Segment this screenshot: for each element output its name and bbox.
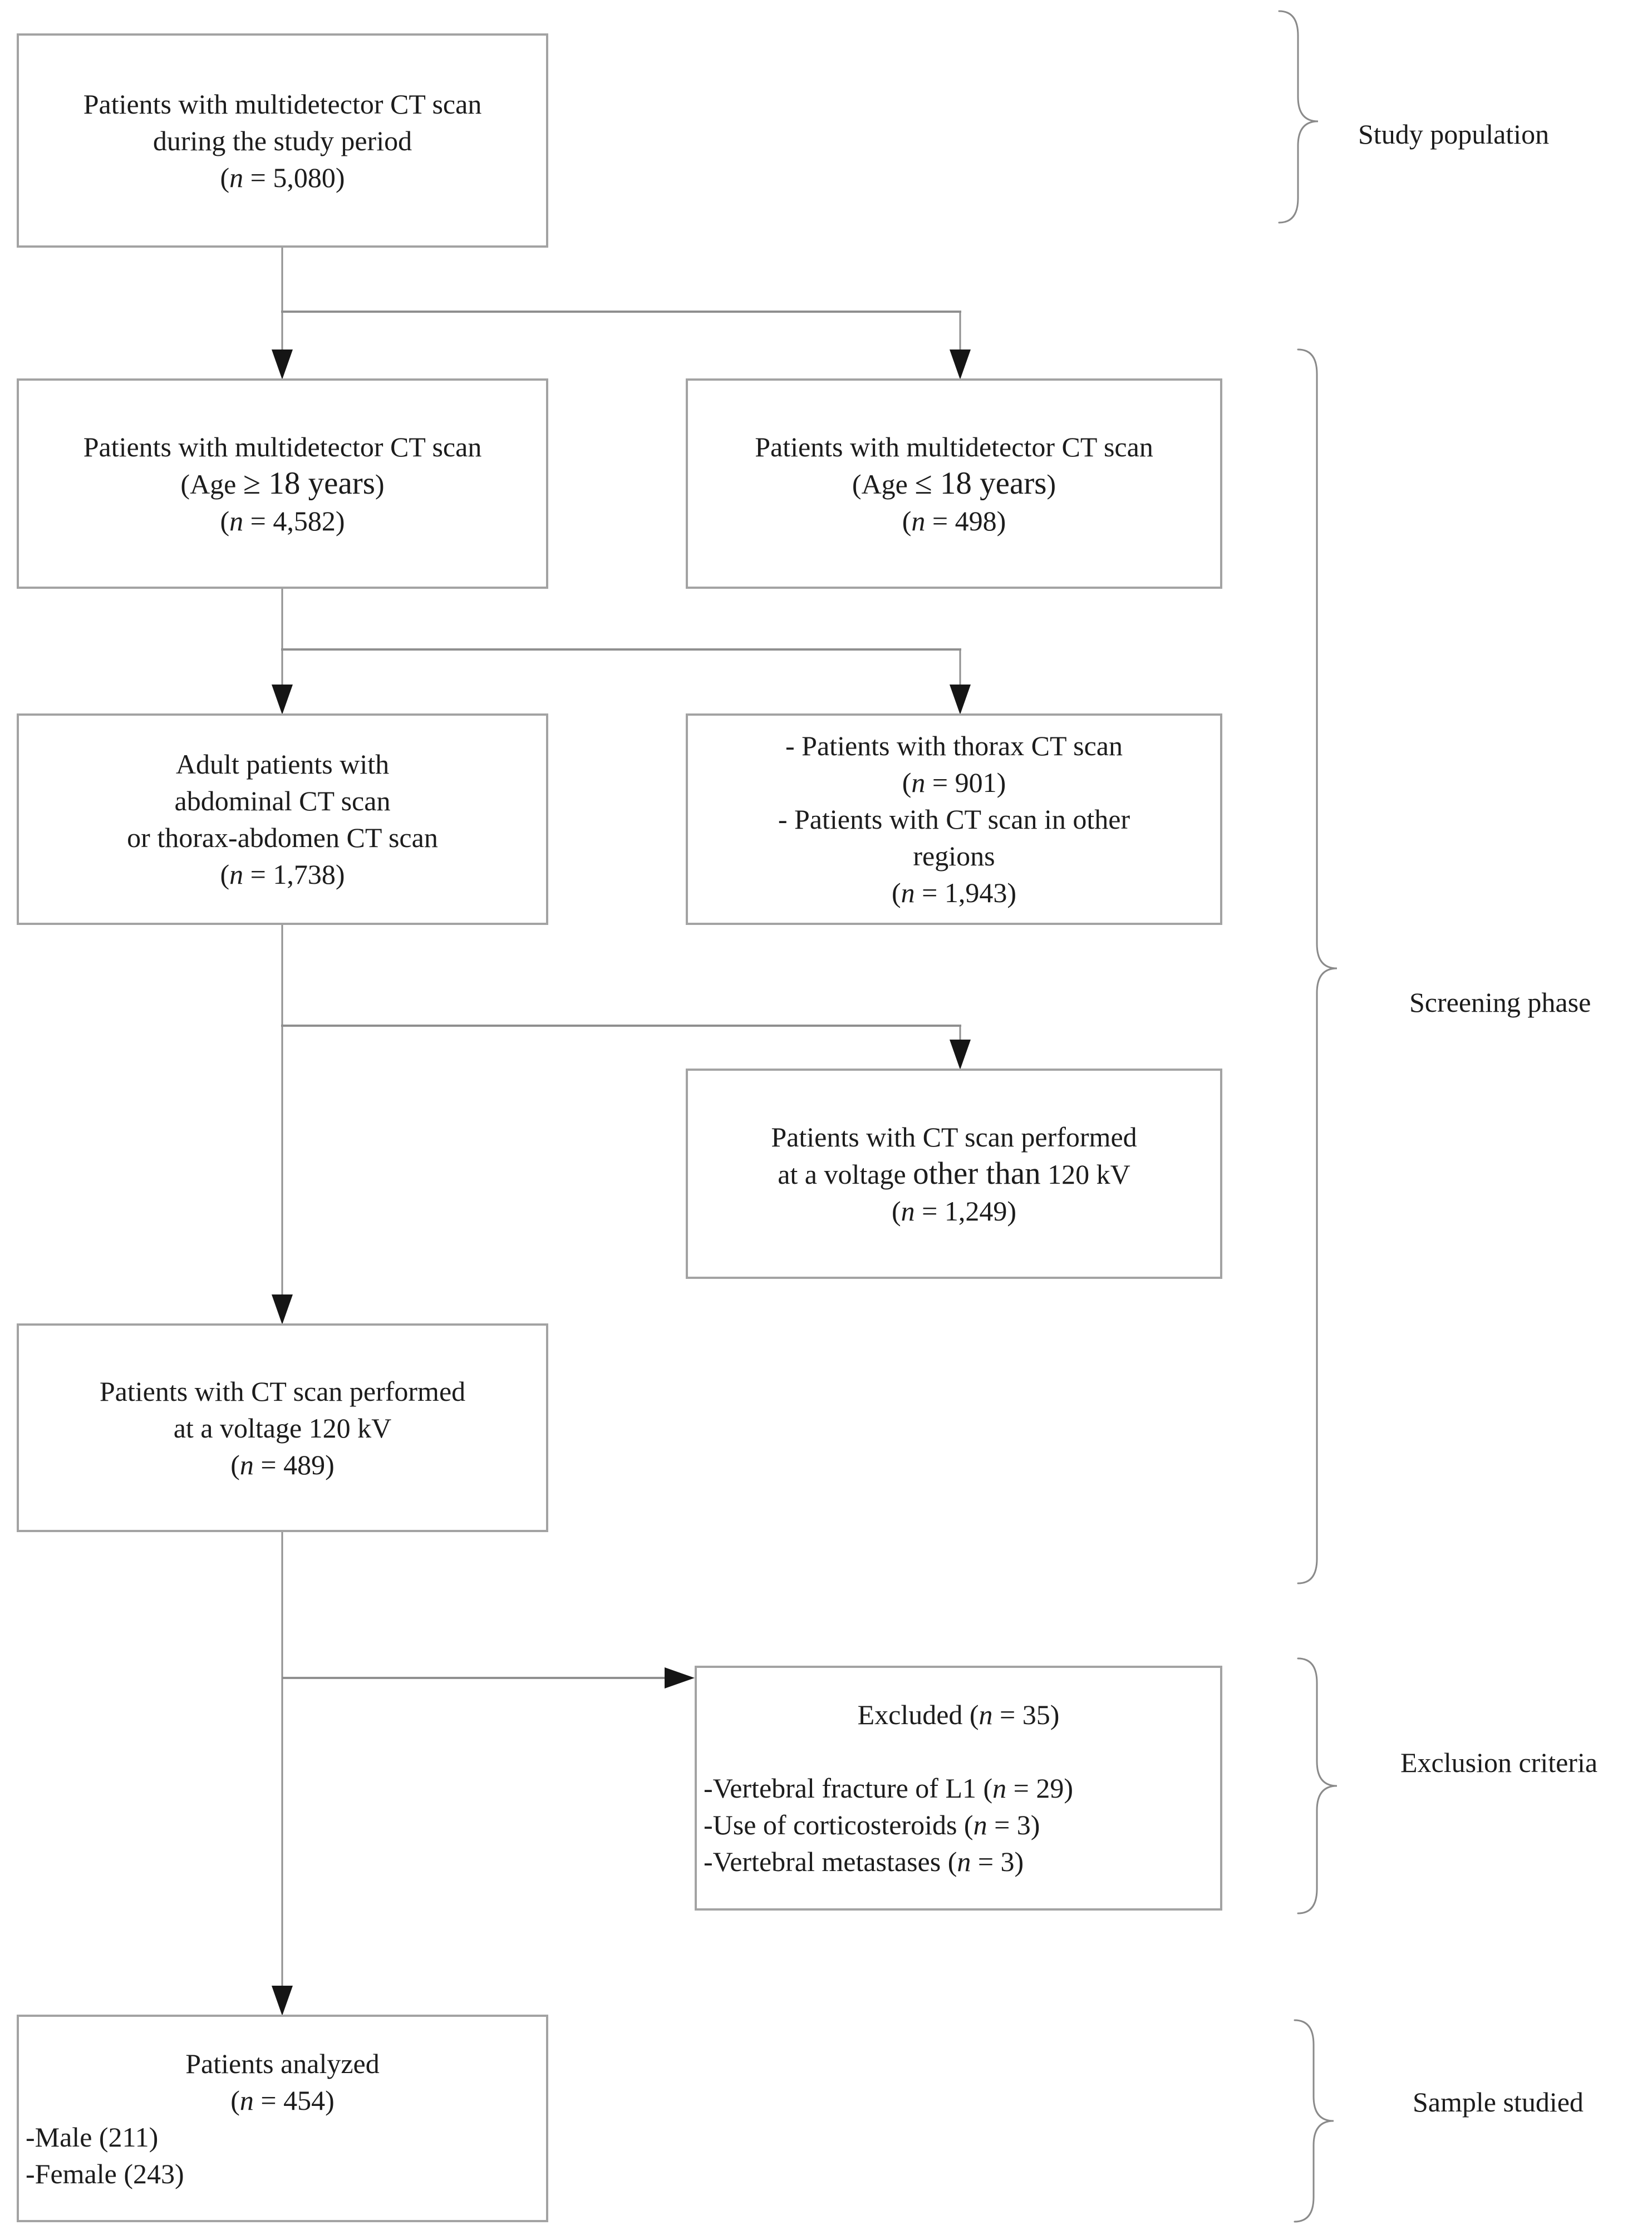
arrowhead-down (272, 685, 293, 715)
phase-label-screening-phase: Screening phase (1409, 987, 1591, 1018)
arrowhead-down (272, 1986, 293, 2016)
phase-label-exclusion-criteria: Exclusion criteria (1400, 1747, 1598, 1778)
phase-label-sample-studied: Sample studied (1413, 2086, 1584, 2118)
box-text-line: regions (913, 840, 995, 872)
box-text-line: (n = 1,738) (220, 859, 345, 890)
flow-box-study-period: Patients with multidetector CT scan durin… (17, 33, 548, 248)
box-text-line: (n = 901) (902, 767, 1006, 798)
box-text-line: (n = 454) (230, 2084, 335, 2116)
flow-box-abdominal-ct: Adult patients with abdominal CT scan or t… (17, 713, 548, 925)
box-text-line: -Vertebral metastases (n = 3) (704, 1846, 1024, 1877)
box-text-line: (n = 498) (902, 505, 1006, 536)
box-text-line: at a voltage 120 kV (173, 1412, 392, 1444)
box-text-line: Patients with multidetector CT scan (83, 88, 482, 120)
arrowhead-down (950, 1040, 971, 1070)
box-text-line: during the study period (153, 125, 412, 156)
box-text-line (697, 1733, 1220, 1770)
box-text-line: Patients with multidetector CT scan (755, 431, 1153, 462)
box-text-line: (Age ≤ 18 years) (852, 465, 1056, 501)
box-text-line: - Patients with CT scan in other (778, 804, 1130, 835)
box-text-line: Patients analyzed (185, 2047, 380, 2079)
box-text-line: Excluded (n = 35) (857, 1699, 1060, 1730)
flow-box-excluded: Excluded (n = 35) -Vertebral fracture of… (695, 1666, 1222, 1911)
curly-brace-study-population (1278, 10, 1319, 224)
box-text-line: (n = 4,582) (220, 505, 345, 536)
box-text-line: (n = 1,249) (891, 1195, 1016, 1227)
arrowhead-down (950, 685, 971, 715)
box-text-line: or thorax-abdomen CT scan (127, 822, 438, 853)
flow-box-patients-analyzed: Patients analyzed (n = 454) -Male (211) -Fe… (17, 2015, 548, 2222)
box-text-line: -Vertebral fracture of L1 (n = 29) (704, 1773, 1073, 1804)
curly-brace-sample-studied (1294, 2019, 1334, 2223)
box-text-line: (n = 1,943) (891, 877, 1016, 908)
curly-brace-exclusion-criteria (1297, 1657, 1338, 1914)
box-text-line: at a voltage other than 120 kV (778, 1155, 1130, 1191)
box-text-line: (n = 5,080) (220, 161, 345, 193)
curly-brace-screening-phase (1297, 348, 1338, 1584)
box-text-line: Patients with multidetector CT scan (83, 431, 482, 462)
arrowhead-right (665, 1667, 695, 1689)
box-text-line: (Age ≥ 18 years) (180, 465, 385, 501)
flow-box-thorax-other-regions: - Patients with thorax CT scan (n = 901) -… (686, 713, 1222, 925)
box-text-line: Patients with CT scan performed (771, 1121, 1137, 1153)
box-text-line: Adult patients with (175, 749, 390, 780)
box-text-line: Patients with CT scan performed (99, 1375, 466, 1407)
flow-box-voltage-120kv: Patients with CT scan performed at a volt… (17, 1323, 548, 1532)
arrowhead-down (950, 349, 971, 380)
box-text-line: abdominal CT scan (174, 785, 391, 816)
box-text-line: (n = 489) (230, 1449, 335, 1480)
flow-box-adults: Patients with multidetector CT scan(Age … (17, 378, 548, 589)
box-text-line: -Female (243) (26, 2158, 184, 2189)
box-text-line: -Male (211) (26, 2121, 159, 2153)
flow-box-under-18: Patients with multidetector CT scan(Age … (686, 378, 1222, 589)
arrowhead-down (272, 1294, 293, 1325)
arrowhead-down (272, 349, 293, 380)
box-text-line: - Patients with thorax CT scan (785, 730, 1123, 761)
box-text-line: -Use of corticosteroids (n = 3) (704, 1809, 1040, 1840)
phase-label-study-population: Study population (1358, 119, 1550, 150)
